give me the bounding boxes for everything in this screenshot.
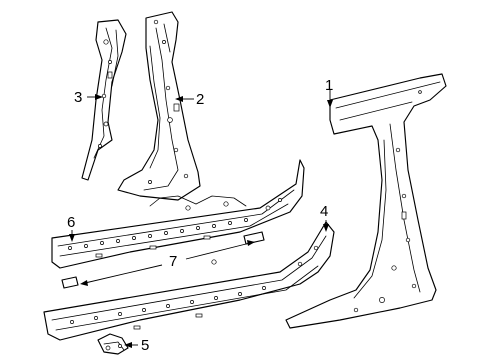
callout-1: 1: [325, 77, 333, 94]
part-1-pillar-outer: [285, 73, 447, 329]
part-5-bracket: [97, 333, 129, 355]
callout-labels: 1 2 3 4 5 6 7: [67, 77, 333, 354]
callout-4: 4: [320, 203, 328, 220]
leader-lines: [69, 90, 333, 348]
callout-2: 2: [196, 91, 204, 108]
part-3-inner-pillar: [81, 19, 127, 181]
callout-6: 6: [67, 214, 75, 231]
part-4-pillar-lower: [43, 221, 335, 341]
callout-7: 7: [169, 253, 177, 270]
part-2-outer-pillar: [117, 11, 201, 201]
callout-3: 3: [74, 89, 82, 106]
part-6-side-sill-inner: [51, 159, 305, 269]
callout-5: 5: [141, 337, 149, 354]
